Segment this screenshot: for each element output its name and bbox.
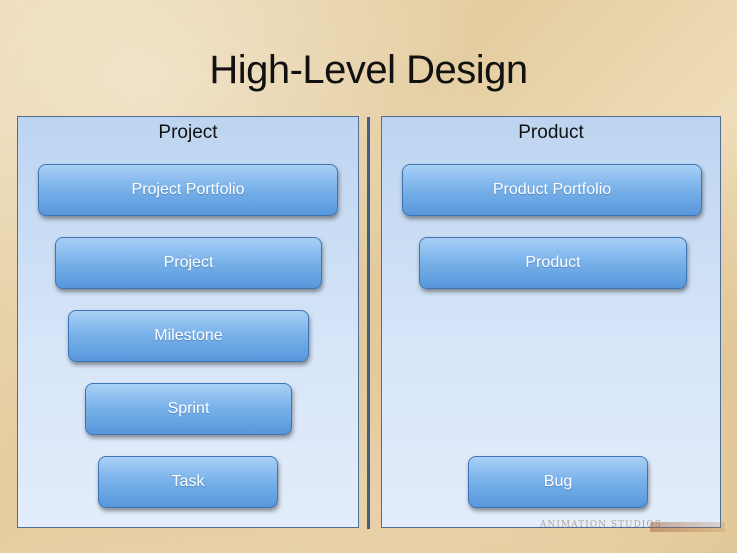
task-box: Task	[98, 456, 278, 508]
product-portfolio-box: Product Portfolio	[402, 164, 702, 216]
project-portfolio-box: Project Portfolio	[38, 164, 338, 216]
product-box: Product	[419, 237, 687, 289]
milestone-box: Milestone	[68, 310, 309, 362]
watermark-stamp: ANIMATION STUDIOS	[540, 520, 662, 530]
watermark-logo	[650, 522, 725, 532]
project-box: Project	[55, 237, 322, 289]
product-panel-heading: Product	[518, 122, 584, 143]
slide-title: High-Level Design	[209, 48, 528, 92]
bug-box: Bug	[468, 456, 648, 508]
panel-divider	[367, 117, 370, 529]
sprint-box: Sprint	[85, 383, 292, 435]
project-panel-heading: Project	[158, 122, 218, 143]
